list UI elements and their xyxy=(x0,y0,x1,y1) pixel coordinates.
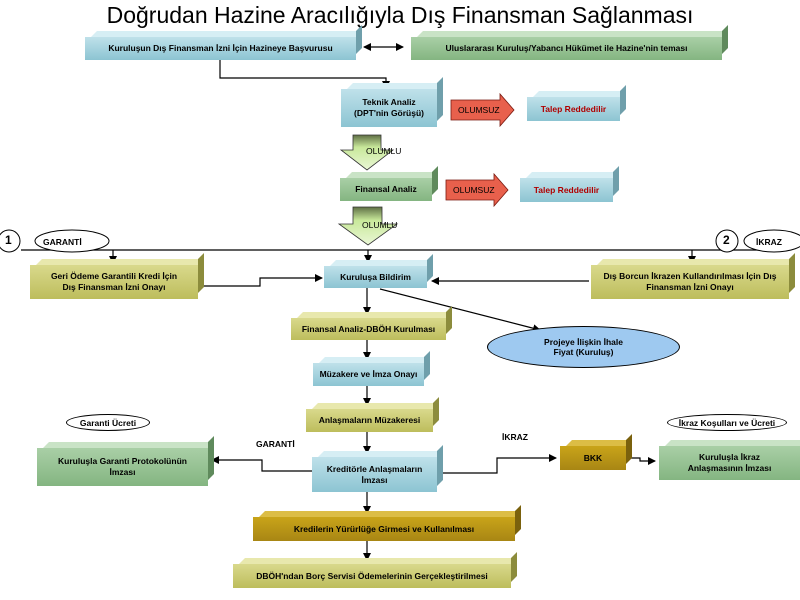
creditor-signing-label: Kreditörle Anlaşmaların İmzası xyxy=(326,463,423,485)
ikraz-kosullari-ellipse: İkraz Koşulları ve Ücreti xyxy=(667,414,787,431)
tender-price-label: Projeye İlişkin İhale Fiyat (Kuruluş) xyxy=(544,337,623,357)
circle-2-shape xyxy=(715,229,739,253)
page-title: Doğrudan Hazine Aracılığıyla Dış Finansm… xyxy=(106,2,694,28)
olumsuz-label-1: OLUMSUZ xyxy=(458,105,500,115)
notify-org-label: Kuruluşa Bildirim xyxy=(340,271,411,282)
circle-1-label: 1 xyxy=(5,233,12,247)
olumsuz-label-2: OLUMSUZ xyxy=(453,185,495,195)
garanti-ucreti-ellipse: Garanti Ücreti xyxy=(66,414,150,431)
technical-analysis-box: Teknik Analiz (DPT'nin Görüşü) xyxy=(341,89,437,127)
guarantee-protocol-label: Kuruluşla Garanti Protokolünün İmzası xyxy=(58,456,187,477)
bkk-label: BKK xyxy=(583,452,603,463)
negotiation-signing-box: Müzakere ve İmza Onayı xyxy=(313,363,424,386)
ikraz-kosullari-label: İkraz Koşulları ve Ücreti xyxy=(678,417,776,428)
creditor-signing-box: Kreditörle Anlaşmaların İmzası xyxy=(312,457,437,492)
olumlu-arrow-2 xyxy=(337,206,399,246)
fa-dboh-box: Finansal Analiz-DBÖH Kurulması xyxy=(291,318,446,340)
debt-service-box: DBÖH'ndan Borç Servisi Ödemelerinin Gerç… xyxy=(233,564,511,588)
debt-service-label: DBÖH'ndan Borç Servisi Ödemelerinin Gerç… xyxy=(256,570,488,581)
garanti-ucreti-label: Garanti Ücreti xyxy=(79,417,137,428)
application-label: Kuruluşun Dış Finansman İzni İçin Hazine… xyxy=(108,43,333,54)
rejected-box-1: Talep Reddedilir xyxy=(527,97,620,121)
agreements-negotiation-box: Anlaşmaların Müzakeresi xyxy=(306,409,433,432)
olumsuz-arrow-2 xyxy=(445,172,509,208)
relending-approval-label: Dış Borcun İkrazen Kullandırılması İçin … xyxy=(603,271,777,292)
relending-approval-box: Dış Borcun İkrazen Kullandırılması İçin … xyxy=(591,265,789,299)
international-contact-box: Uluslararası Kuruluş/Yabancı Hükümet ile… xyxy=(411,37,722,60)
bkk-box: BKK xyxy=(560,446,626,470)
agreements-negotiation-label: Anlaşmaların Müzakeresi xyxy=(318,415,421,426)
rejected-box-2: Talep Reddedilir xyxy=(520,178,613,202)
branch-ikraz-label: İKRAZ xyxy=(502,432,528,442)
ikraz-tag-shape xyxy=(743,229,800,253)
credits-effective-label: Kredilerin Yürürlüğe Girmesi ve Kullanıl… xyxy=(293,523,475,534)
negotiation-signing-label: Müzakere ve İmza Onayı xyxy=(319,369,418,380)
olumlu-arrow-1 xyxy=(339,134,395,171)
olumsuz-arrow-1 xyxy=(450,92,515,128)
branch-garanti-label: GARANTİ xyxy=(256,439,295,449)
financial-analysis-label: Finansal Analiz xyxy=(355,184,417,195)
garanti-tag-shape xyxy=(34,229,110,253)
circle-1-shape xyxy=(0,229,21,253)
fa-dboh-label: Finansal Analiz-DBÖH Kurulması xyxy=(301,323,436,334)
tender-price-ellipse: Projeye İlişkin İhale Fiyat (Kuruluş) xyxy=(487,326,680,368)
rejected-label-1: Talep Reddedilir xyxy=(540,103,607,114)
garanti-tag-label: GARANTİ xyxy=(43,237,82,247)
rejected-label-2: Talep Reddedilir xyxy=(533,184,600,195)
relending-agreement-label: Kuruluşla İkraz Anlaşmasının İmzası xyxy=(687,452,772,473)
guarantee-approval-label: Geri Ödeme Garantili Kredi İçin Dış Fina… xyxy=(50,271,178,292)
ikraz-tag-label: İKRAZ xyxy=(756,237,782,247)
guarantee-approval-box: Geri Ödeme Garantili Kredi İçin Dış Fina… xyxy=(30,265,198,299)
application-box: Kuruluşun Dış Finansman İzni İçin Hazine… xyxy=(85,37,356,60)
olumlu-label-2: OLUMLU xyxy=(362,220,398,230)
circle-2-label: 2 xyxy=(723,233,730,247)
notify-org-box: Kuruluşa Bildirim xyxy=(324,266,427,288)
technical-analysis-label: Teknik Analiz (DPT'nin Görüşü) xyxy=(353,97,424,118)
international-contact-label: Uluslararası Kuruluş/Yabancı Hükümet ile… xyxy=(445,43,688,54)
guarantee-protocol-box: Kuruluşla Garanti Protokolünün İmzası xyxy=(37,448,208,486)
financial-analysis-box: Finansal Analiz xyxy=(340,178,432,201)
olumlu-label-1: OLUMLU xyxy=(366,146,402,156)
relending-agreement-box: Kuruluşla İkraz Anlaşmasının İmzası xyxy=(659,446,800,480)
credits-effective-box: Kredilerin Yürürlüğe Girmesi ve Kullanıl… xyxy=(253,517,515,541)
